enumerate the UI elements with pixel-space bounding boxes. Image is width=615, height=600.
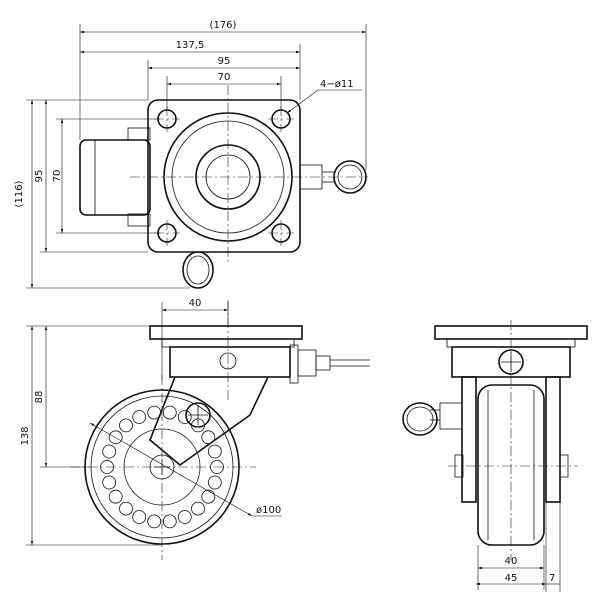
dim-hole-pitch-x-label: 70 <box>218 72 231 83</box>
front-view: 40 138 88 ø100 <box>20 298 370 560</box>
dim-total-height: (116) <box>14 99 190 289</box>
bearing-ball <box>132 510 147 524</box>
bearing-ball <box>147 405 162 420</box>
bearing-ball <box>132 410 147 424</box>
dim-total-height-label: (116) <box>14 180 25 207</box>
bearing-ball <box>102 444 117 459</box>
dim-swivel-height: 88 <box>34 326 90 468</box>
dim-offset: 40 <box>161 298 229 380</box>
side-fork-leg-right <box>545 376 561 503</box>
side-view: 40 45 7 <box>402 320 588 592</box>
bearing-ball <box>207 475 222 490</box>
wheel-outline-top <box>79 127 151 227</box>
mounting-plate <box>147 99 301 253</box>
dim-hole-pitch-x: 70 <box>166 72 282 110</box>
front-mounting-plate <box>149 325 303 340</box>
front-swivel-housing <box>169 346 291 378</box>
side-pull-ring <box>402 402 463 436</box>
kingpin-bearing-rings <box>163 112 293 242</box>
bearing-ball <box>162 405 177 420</box>
dim-axle-protrusion-label: 7 <box>549 573 555 584</box>
dim-wheel-diameter: ø100 <box>89 422 282 517</box>
pull-ring-bottom <box>182 251 214 289</box>
dim-hole-pitch-y-label: 70 <box>52 170 63 183</box>
dim-hole-callout: 4−ø11 <box>286 79 362 114</box>
dim-offset-label: 40 <box>189 298 202 309</box>
dim-wheel-width: 45 <box>476 502 547 592</box>
dim-total-width: (176) <box>79 20 367 170</box>
bearing-ball <box>147 514 162 529</box>
mounting-holes <box>154 106 294 246</box>
dim-plate-height: 95 <box>34 100 148 253</box>
bearing-ball <box>102 475 117 490</box>
dim-plate-to-lever: 137,5 <box>80 40 301 100</box>
dim-overall-height-label: 138 <box>20 426 31 445</box>
bearing-ball <box>162 514 177 529</box>
dim-plate-height-label: 95 <box>34 170 45 183</box>
bearing-ball <box>191 501 205 516</box>
dim-axle-protrusion: 7 <box>546 477 561 592</box>
bearing-ball <box>108 430 123 445</box>
bearing-ball <box>201 489 216 504</box>
bearing-ball <box>207 444 222 459</box>
dim-total-width-label: (176) <box>210 20 237 31</box>
dim-wheel-diameter-label: ø100 <box>256 505 281 516</box>
dim-tread-width-label: 40 <box>505 556 518 567</box>
bearing-ball <box>119 501 133 516</box>
dim-plate-width-label: 95 <box>218 56 231 67</box>
bearing-ball <box>177 410 192 424</box>
brake-lever-top <box>299 160 367 194</box>
dim-hole-pitch-y: 70 <box>52 118 160 234</box>
front-brake-lever <box>289 344 370 384</box>
bearing-ball <box>119 418 133 433</box>
bearing-ball <box>177 510 192 524</box>
dim-plate-to-lever-label: 137,5 <box>176 40 205 51</box>
dim-wheel-width-label: 45 <box>505 573 518 584</box>
dim-plate-width: 95 <box>147 56 300 100</box>
dim-swivel-height-label: 88 <box>34 391 45 404</box>
front-brake-ratchet <box>185 402 211 428</box>
dim-hole-callout-label: 4−ø11 <box>320 79 354 90</box>
dim-tread-width: 40 <box>477 545 545 590</box>
front-wheel <box>70 375 256 560</box>
bearing-ball <box>201 430 216 445</box>
side-fork-leg-left <box>461 376 477 503</box>
bearing-ball <box>108 489 123 504</box>
top-view: (176) 137,5 95 70 4−ø11 (116) <box>14 20 368 289</box>
